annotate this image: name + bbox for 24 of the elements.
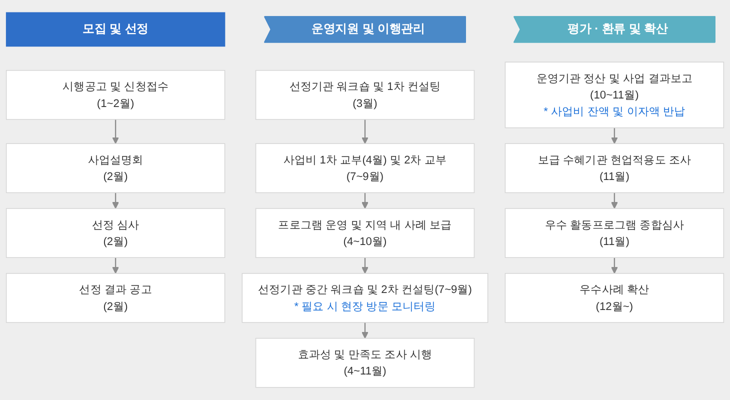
node-box: 보급 수혜기관 현업적용도 조사 (11월) [504, 143, 724, 194]
node-box: 선정 결과 공고 (2월) [6, 273, 226, 323]
arrow [362, 192, 368, 209]
node-box: 효과성 및 만족도 조사 시행 (4~11월) [255, 338, 475, 388]
arrow [610, 192, 618, 209]
node-box: 우수 활동프로그램 종합심사 (11월) [504, 208, 724, 258]
node-box: 선정기관 워크숍 및 1차 컨설팅 (3월) [255, 70, 475, 120]
arrow [362, 258, 368, 274]
arrow [362, 119, 368, 144]
node-box: 선정 심사 (2월) [6, 208, 226, 258]
node-box: 모집 및 선정 [6, 12, 226, 47]
arrow [610, 128, 618, 144]
node-box: 프로그램 운영 및 지역 내 사례 보급 (4~10월) [255, 208, 475, 258]
arrow [112, 258, 120, 274]
arrow [362, 322, 368, 339]
node-box: 운영기관 정산 및 사업 결과보고 (10~11월) * 사업비 잔액 및 이자액 반납 [504, 62, 724, 128]
arrow [112, 192, 120, 209]
node-box: 시행공고 및 신청접수 (1~2월) [6, 70, 226, 120]
arrow [610, 258, 618, 274]
node-box: 사업설명회 (2월) [6, 143, 226, 194]
node-box: 선정기관 중간 워크숍 및 2차 컨설팅(7~9월) * 필요 시 현장 방문 모니터링 [242, 273, 488, 323]
node-box: 우수사례 확산 (12월~) [504, 273, 724, 323]
node-box: 사업비 1차 교부(4월) 및 2차 교부 (7~9월) [255, 143, 475, 194]
arrow [112, 119, 120, 144]
